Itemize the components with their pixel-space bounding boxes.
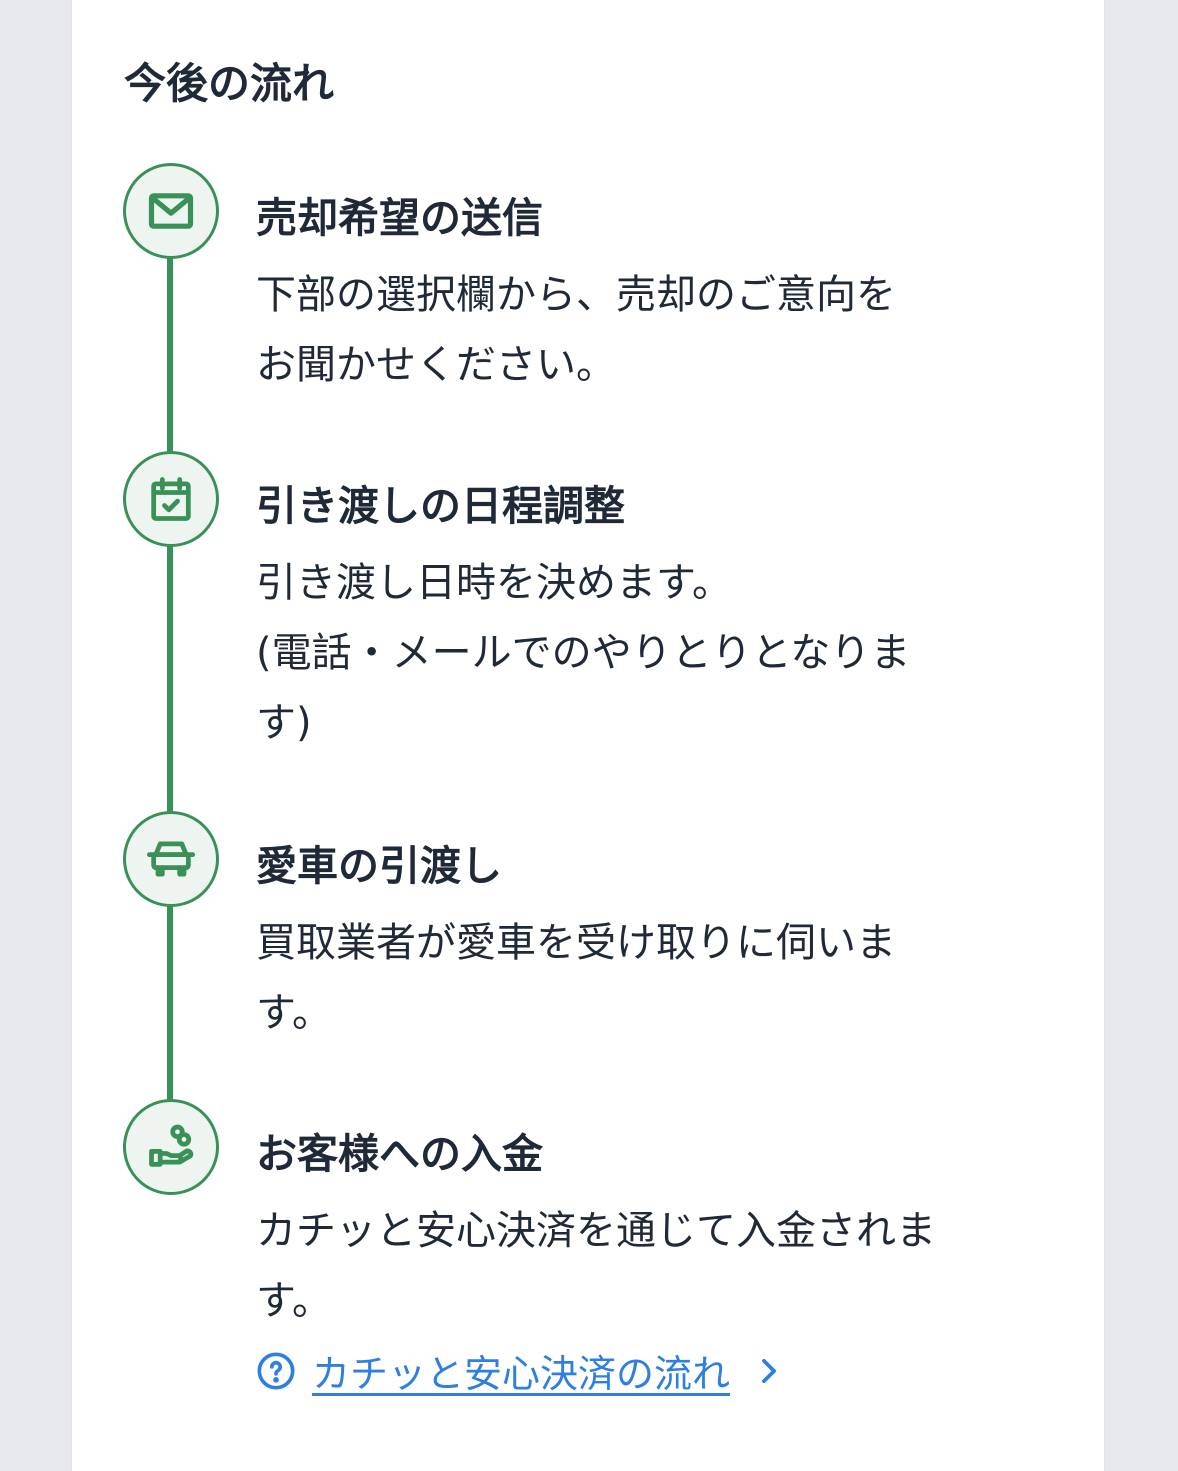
- step-title: 引き渡しの日程調整: [256, 482, 625, 530]
- car-icon: [123, 811, 219, 907]
- chevron-right-icon: [762, 1358, 776, 1383]
- hand-coins-icon: [123, 1099, 219, 1195]
- step-description: 買取業者が愛車を受け取りに伺います。: [256, 920, 896, 1036]
- step-title: お客様への入金: [256, 1130, 543, 1178]
- flow-card: [72, 0, 1104, 1471]
- step-description: 引き渡し日時を決めます。(電話・メールでのやりとりとなります): [256, 560, 911, 746]
- question-circle-icon: [257, 1352, 295, 1389]
- calendar-check-icon: [123, 451, 219, 547]
- step-description: 下部の選択欄から、売却のご意向をお聞かせください。: [256, 272, 896, 388]
- timeline-connector: [167, 543, 173, 813]
- step-description: カチッと安心決済を通じて入金されます。: [256, 1208, 936, 1324]
- section-title: 今後の流れ: [124, 59, 335, 108]
- timeline-connector: [167, 903, 173, 1103]
- step-title: 愛車の引渡し: [256, 842, 502, 890]
- step-title: 売却希望の送信: [256, 194, 543, 242]
- payment-flow-link[interactable]: カチッと安心決済の流れ: [256, 1343, 782, 1398]
- timeline-connector: [167, 255, 173, 455]
- envelope-icon: [123, 163, 219, 259]
- payment-flow-link-label[interactable]: カチッと安心決済の流れ: [312, 1352, 731, 1396]
